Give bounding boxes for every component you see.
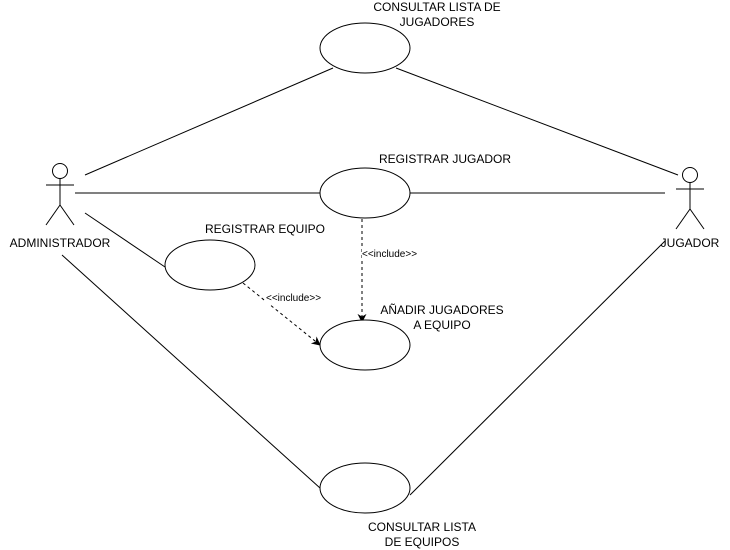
use-case-register-player	[319, 167, 411, 219]
use-case-list-players-label: CONSULTAR LISTA DE JUGADORES	[373, 0, 501, 29]
include-arrow-register-team	[242, 282, 321, 346]
use-case-list-teams-label: CONSULTAR LISTA DE EQUIPOS	[367, 520, 477, 549]
use-case-register-team-label: REGISTRAR EQUIPO	[204, 222, 326, 236]
use-case-register-player-label: REGISTRAR JUGADOR	[378, 152, 511, 166]
actor-player-label: JUGADOR	[660, 236, 720, 250]
actor-player-figure	[675, 167, 705, 230]
use-case-add-players-label: AÑADIR JUGADORES A EQUIPO	[380, 303, 504, 332]
assoc-player-list-players	[395, 67, 679, 176]
use-case-list-players	[319, 22, 411, 74]
assoc-player-list-teams	[409, 240, 666, 496]
use-case-add-players	[319, 319, 411, 371]
actor-admin-figure	[45, 163, 75, 226]
assoc-admin-list-players	[84, 67, 334, 176]
use-case-register-team	[164, 239, 256, 291]
actor-admin-label: ADMINISTRADOR	[9, 236, 111, 250]
use-case-list-teams	[319, 462, 411, 514]
assoc-admin-register-team	[84, 212, 166, 268]
include-label-register-team: <<include>>	[266, 293, 322, 305]
assoc-admin-list-teams	[61, 254, 321, 489]
include-label-register-player: <<include>>	[362, 249, 418, 261]
